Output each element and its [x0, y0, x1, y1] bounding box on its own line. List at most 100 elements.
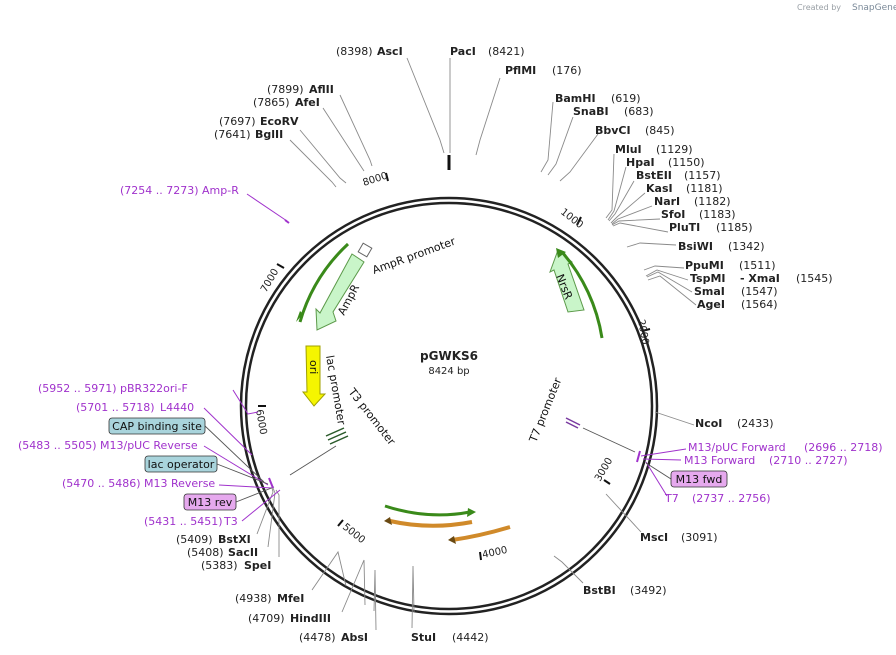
leader-nari: [611, 205, 653, 225]
enzyme-ncoi-pos: (2433): [737, 417, 774, 430]
leader-snabi: [547, 116, 574, 176]
primer-m13-fwd-name: M13 Forward: [684, 454, 755, 467]
leader-hindiii: [341, 559, 366, 613]
enzyme-bsteii-name: BstEII: [636, 169, 672, 182]
lac-t3-site: [325, 427, 349, 445]
nrsr-outline-head: [556, 248, 566, 258]
enzyme-pflmi-pos: (176): [552, 64, 582, 77]
orf-orange2-head: [448, 536, 456, 544]
leader-bamhi: [540, 101, 554, 173]
leader-m13puc-rev: [203, 445, 269, 486]
enzyme-kasi-pos: (1181): [686, 182, 723, 195]
enzyme-pluti-pos: (1185): [716, 221, 753, 234]
enzyme-mlui-pos: (1129): [656, 143, 693, 156]
primer-labels: (7254 .. 7273) Amp-R (5952 .. 5971) pBR3…: [18, 184, 883, 528]
t7-promoter-site: [565, 417, 581, 429]
boxed-features: CAP binding site lac operator M13 rev M1…: [108, 417, 728, 511]
marker-amp-r: [284, 219, 290, 224]
enzyme-afei-pos: (7865): [253, 96, 290, 109]
enzyme-ppumi-name: PpuMI: [685, 259, 724, 272]
enzyme-snabi-pos: (683): [624, 105, 654, 118]
leader-ncoi: [654, 411, 695, 426]
leader-ppumi: [643, 265, 685, 271]
enzyme-xmai-name: - XmaI: [740, 272, 780, 285]
enzyme-nari-name: NarI: [654, 195, 680, 208]
primer-l4440-name: L4440: [160, 401, 194, 414]
leader-t3prom: [289, 445, 337, 476]
enzyme-pluti-name: PluTI: [669, 221, 700, 234]
primer-amp-r-range: (7254 .. 7273): [120, 184, 199, 197]
leader-pbr322ori-f: [232, 389, 259, 415]
enzyme-agei-name: AgeI: [697, 298, 725, 311]
tick-label-1000: 1000: [558, 207, 585, 231]
leader-lacop: [216, 463, 269, 485]
enzyme-bamhi-name: BamHI: [555, 92, 596, 105]
plasmid-length: 8424 bp: [428, 366, 469, 377]
enzyme-bbvci-pos: (845): [645, 124, 675, 137]
primer-l4440-range: (5701 .. 5718): [76, 401, 155, 414]
enzyme-leaders: [256, 57, 697, 631]
leader-t7: [645, 461, 668, 497]
leader-afei: [322, 107, 365, 172]
primer-m13puc-fwd-name: M13/pUC Forward: [688, 441, 786, 454]
box-cap-binding-site-label: CAP binding site: [112, 420, 202, 433]
orf-orange2-arc: [451, 525, 511, 542]
enzyme-ncoi-name: NcoI: [695, 417, 722, 430]
orf-orange-head: [384, 517, 392, 525]
enzyme-absi-pos: (4478): [299, 631, 336, 644]
box-lac-operator: [144, 455, 218, 473]
tick-label-5000: 5000: [340, 522, 367, 546]
feature-ori: ori: [307, 360, 320, 374]
primer-t3-name: T3: [223, 515, 238, 528]
enzyme-afei-name: AfeI: [295, 96, 320, 109]
orf-green-head: [467, 508, 476, 517]
leader-stui: [411, 565, 415, 629]
primer-m13puc-fwd-range: (2696 .. 2718): [804, 441, 883, 454]
enzyme-paci-pos: (8421): [488, 45, 525, 58]
tick-mark-7000: [276, 263, 285, 269]
primer-m13-rev-range: (5470 .. 5486): [62, 477, 141, 490]
ampr-outline-head: [296, 311, 303, 322]
feature-ampr-promoter: AmpR promoter: [371, 235, 458, 277]
leader-bsteii: [608, 180, 635, 222]
leader-l4440: [203, 407, 253, 456]
leader-t3: [241, 489, 281, 522]
marker-m13-rev: [268, 477, 274, 489]
enzyme-stui-pos: (4442): [452, 631, 489, 644]
enzyme-bglii-pos: (7641): [214, 128, 251, 141]
box-m13-fwd-label: M13 fwd: [676, 473, 723, 486]
ampr-promoter-box: [357, 242, 373, 258]
leader-sacii: [267, 487, 276, 548]
tick-label-8000: 8000: [362, 171, 390, 189]
tick-label-2000: 2000: [635, 319, 650, 346]
ampr-cds-arrow: [315, 253, 365, 331]
leader-cap: [204, 425, 265, 483]
primer-amp-r-name: Amp-R: [202, 184, 239, 197]
primer-m13puc-rev-range: (5483 .. 5505): [18, 439, 97, 452]
enzyme-bglii-name: BglII: [255, 128, 283, 141]
enzyme-bstbi-pos: (3492): [630, 584, 667, 597]
leader-pflmi: [475, 77, 501, 156]
leader-mlui: [605, 153, 615, 219]
tick-mark-1000: [576, 216, 582, 226]
box-m13-rev-label: M13 rev: [188, 496, 233, 509]
enzyme-bstxi-name: BstXI: [218, 533, 251, 546]
leader-tspmi: [645, 269, 689, 281]
tick-mark-4000: [479, 551, 482, 561]
enzyme-labels: (8398) AscI PacI (8421) PflMI (176) BamH…: [176, 45, 833, 644]
box-m13-fwd: [670, 470, 728, 488]
tick-label-3000: 3000: [593, 456, 615, 484]
box-leaders: [204, 425, 672, 503]
tick-mark-3000: [603, 479, 611, 485]
primer-pbr322ori-f-name: pBR322ori-F: [120, 382, 188, 395]
leader-pluti: [612, 222, 669, 233]
enzyme-ecorv-name: EcoRV: [260, 115, 299, 128]
enzyme-mfei-name: MfeI: [277, 592, 304, 605]
enzyme-bbvci-name: BbvCI: [595, 124, 631, 137]
leader-asci: [406, 57, 445, 154]
enzyme-nari-pos: (1182): [694, 195, 731, 208]
enzyme-agei-pos: (1564): [741, 298, 778, 311]
primer-m13-fwd-range: (2710 .. 2727): [769, 454, 848, 467]
leader-m13-fwd: [642, 458, 682, 461]
